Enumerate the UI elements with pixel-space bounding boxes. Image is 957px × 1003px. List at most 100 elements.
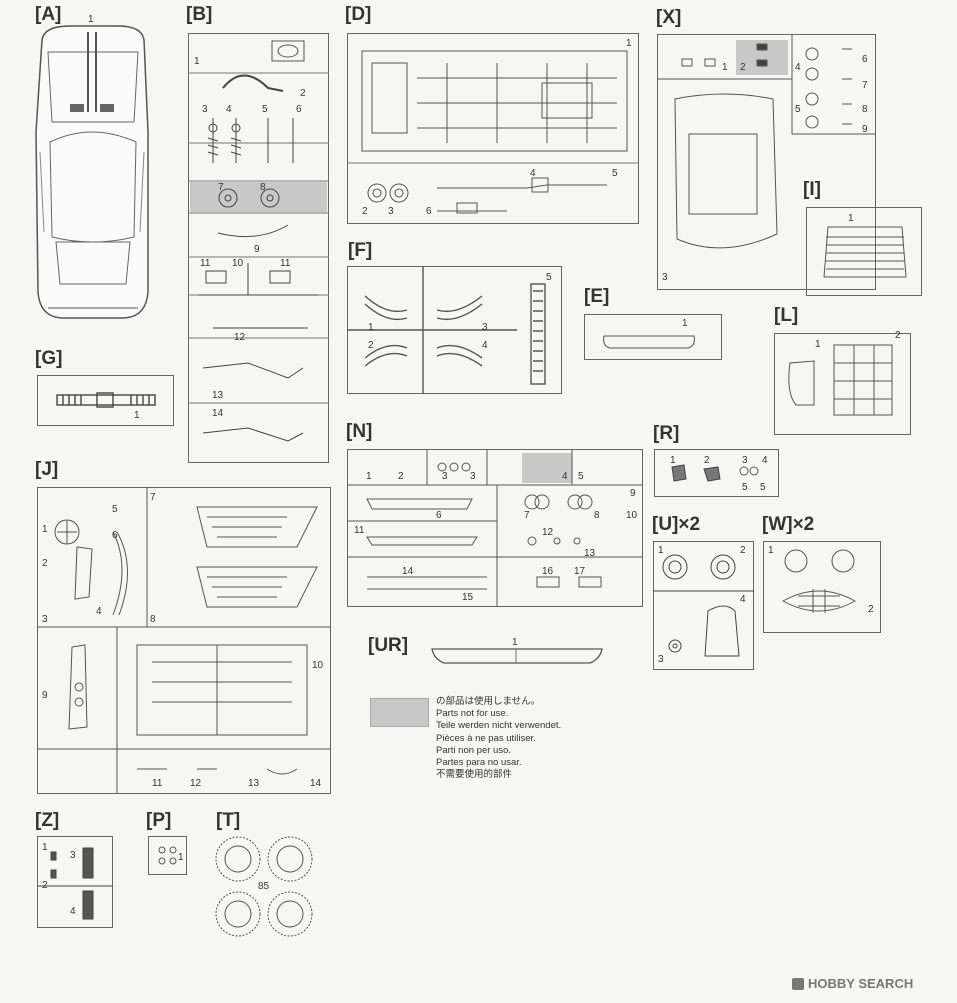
section-label-j: [J] [35, 459, 59, 480]
part-number: 4 [740, 594, 746, 605]
part-number: 1 [815, 339, 821, 350]
part-number: 2 [895, 330, 901, 341]
part-number: 2 [300, 88, 306, 99]
part-number: 5 [112, 504, 118, 515]
notice-line-zh: 不需要使用的部件 [436, 769, 513, 781]
part-number: 3 [742, 455, 748, 466]
part-number: 3 [70, 850, 76, 861]
section-label-u: [U]×2 [652, 514, 701, 535]
part-number: 10 [232, 258, 244, 269]
part-number: 1 [670, 455, 676, 466]
part-number: 8 [862, 104, 868, 115]
section-label-l: [L] [774, 305, 799, 326]
part-number: 12 [234, 332, 246, 343]
part-number: 9 [42, 690, 48, 701]
part-number: 2 [740, 545, 746, 556]
part-number: 1 [194, 56, 200, 67]
sprue-r-parts [671, 464, 759, 482]
unused-parts-highlight [190, 182, 327, 212]
part-number: 6 [862, 54, 868, 65]
notice-line-it: Parti non per uso. [436, 744, 511, 756]
part-number: 16 [542, 566, 554, 577]
part-number: 11 [354, 525, 365, 536]
part-number: 2 [42, 558, 48, 569]
part-number: 1 [42, 524, 48, 535]
part-number: 1 [722, 62, 728, 73]
section-label-p: [P] [146, 810, 172, 831]
part-number: 12 [542, 527, 554, 538]
section-label-n: [N] [346, 421, 373, 442]
sprue-e-parts [603, 335, 695, 349]
sprue-frame-p [148, 836, 187, 875]
sprue-frame-i [806, 207, 922, 296]
part-number: 2 [42, 880, 48, 891]
sprue-g-parts [56, 392, 156, 408]
part-number: 9 [862, 124, 868, 135]
notice-line-en: Parts not for use. [436, 708, 509, 720]
part-number: 1 [768, 545, 774, 556]
sprue-frame-w [763, 541, 881, 633]
unused-parts-highlight [522, 453, 572, 483]
part-number: 2 [368, 340, 374, 351]
sprue-d-parts [347, 50, 639, 214]
sprue-p-parts [158, 846, 177, 865]
part-number: 14 [402, 566, 414, 577]
sprue-frame-z [37, 836, 113, 928]
part-number: 5 [262, 104, 268, 115]
sprue-ur-parts [431, 648, 603, 664]
part-number: 9 [630, 488, 636, 499]
part-number: 5 [612, 168, 618, 179]
sprue-frame-u [653, 541, 754, 670]
part-number: 3 [470, 471, 476, 482]
section-label-a: [A] [35, 4, 62, 25]
part-number: 6 [426, 206, 432, 217]
part-number: 4 [482, 340, 488, 351]
sprue-u-parts [653, 554, 754, 657]
sprue-frame-g [37, 375, 174, 426]
sprue-frame-b [188, 33, 329, 463]
sprue-frame-d [347, 33, 639, 224]
sprue-j-parts [37, 487, 331, 794]
part-number: 2 [704, 455, 710, 466]
section-label-b: [B] [186, 4, 213, 25]
part-number: 11 [280, 258, 291, 269]
sprue-f-parts [347, 266, 546, 394]
part-number: 3 [482, 322, 488, 333]
part-number: 10 [312, 660, 324, 671]
unused-parts-swatch [370, 698, 429, 727]
part-number: 5 [760, 482, 766, 493]
part-number: 3 [202, 104, 208, 115]
part-number: 5 [546, 272, 552, 283]
section-label-z: [Z] [35, 810, 60, 831]
part-number: 3 [442, 471, 448, 482]
part-number: 2 [362, 206, 368, 217]
sprue-frame-j [37, 487, 331, 794]
part-number: 1 [366, 471, 372, 482]
part-number: 3 [388, 206, 394, 217]
part-number: 15 [462, 592, 474, 603]
part-number: 12 [190, 778, 202, 789]
sprue-n-parts [347, 449, 643, 607]
part-number: 7 [150, 492, 156, 503]
part-number: 11 [152, 778, 163, 789]
section-label-f: [F] [348, 240, 373, 261]
sprue-z-parts [37, 847, 113, 920]
part-number: 1 [848, 213, 854, 224]
part-number: 1 [42, 842, 48, 853]
notice-line-jp: の部品は使用しません。 [436, 696, 541, 707]
part-number: 14 [212, 408, 224, 419]
part-number: 13 [584, 548, 596, 559]
part-number: 4 [562, 471, 568, 482]
part-number: 4 [70, 906, 76, 917]
sprue-i-parts [823, 226, 907, 278]
part-number: 85 [258, 881, 270, 892]
section-label-t: [T] [216, 810, 241, 831]
sprue-frame-n [347, 449, 643, 607]
part-number: 17 [574, 566, 586, 577]
part-number: 3 [42, 614, 48, 625]
section-label-w: [W]×2 [762, 514, 815, 535]
part-number: 1 [368, 322, 374, 333]
unused-parts-notice: の部品は使用しません。 Parts not for use. Teile wer… [436, 696, 561, 781]
part-number: 13 [212, 390, 224, 401]
part-number: 4 [762, 455, 768, 466]
